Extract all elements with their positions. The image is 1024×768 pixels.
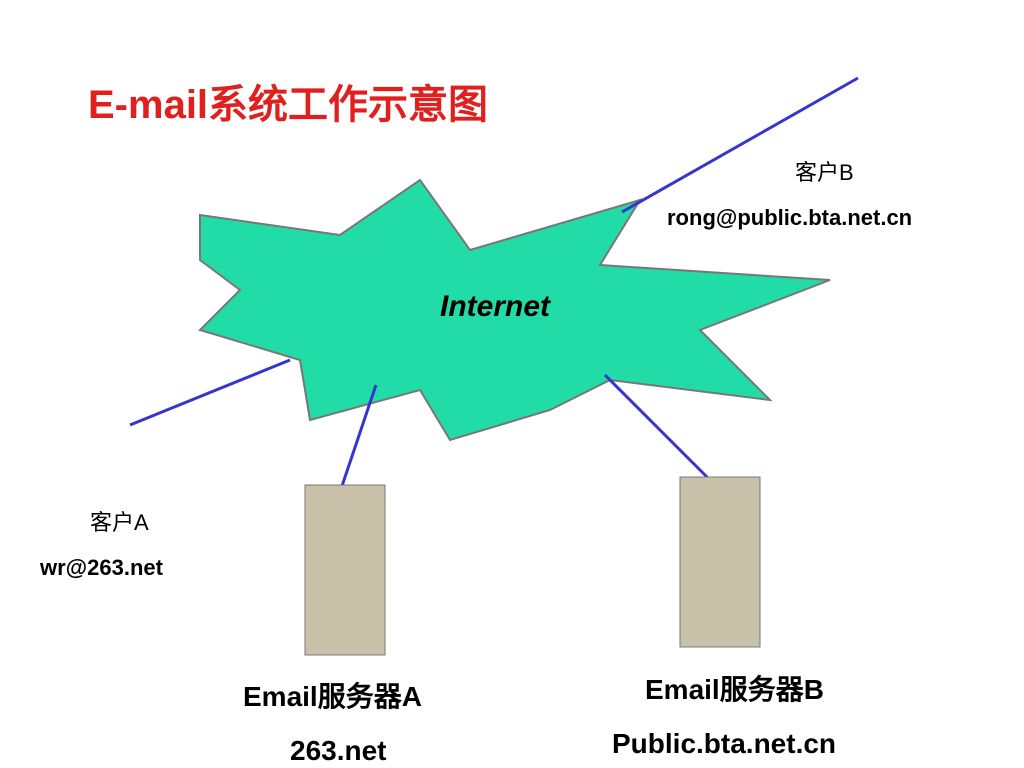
client-b-label: 客户B (795, 160, 854, 185)
client-a-label: 客户A (90, 510, 149, 535)
server-b-domain: Public.bta.net.cn (612, 728, 837, 759)
cloud-label: Internet (440, 290, 551, 323)
server-a-label: Email服务器A (243, 681, 422, 712)
server-b-label: Email服务器B (645, 674, 824, 705)
server-a-domain: 263.net (290, 735, 387, 766)
server-b-icon (679, 476, 761, 648)
server-a-icon (304, 484, 386, 656)
client-b-address: rong@public.bta.net.cn (667, 205, 913, 230)
client-a-address: wr@263.net (40, 555, 163, 580)
page-title: E-mail系统工作示意图 (88, 83, 489, 127)
